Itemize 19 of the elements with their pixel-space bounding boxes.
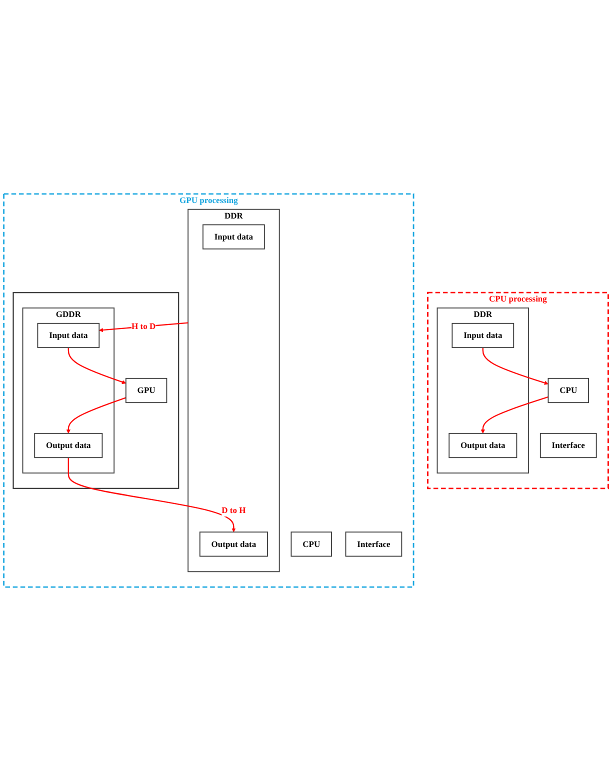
node-box: Input data [452,322,514,348]
node-box: Interface [345,532,402,557]
cluster [12,292,180,490]
arrow [482,348,548,385]
edge-label: D to H [222,505,246,515]
node-box: Interface [540,432,597,458]
node-box: Output data [199,532,268,557]
node-box: GPU [125,378,168,404]
arrow [480,396,548,434]
arrow [68,348,126,384]
node-box: CPU [548,378,589,404]
node-box: Input data [37,322,100,348]
edge-label: H to D [131,322,156,332]
node-box: Input data [202,224,265,250]
node-box: Output data [34,432,103,458]
node-box: Output data [448,432,518,458]
arrow [68,458,236,532]
arrow [66,397,126,434]
node-box: CPU [290,532,332,557]
